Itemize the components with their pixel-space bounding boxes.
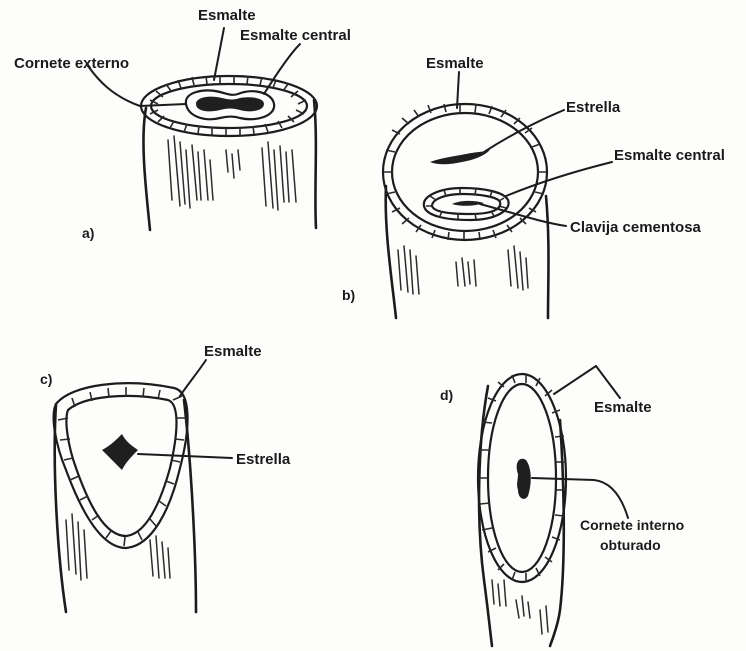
panel-b-star	[430, 150, 490, 164]
panel-a-letter: a)	[82, 225, 94, 241]
panel-b-shading	[398, 246, 528, 294]
panel-b-cement-peg	[452, 201, 484, 206]
panel-a-label-cornete-externo: Cornete externo	[14, 55, 129, 72]
panel-d-leader-esmalte-b	[596, 366, 620, 398]
panel-a: Esmalte Esmalte central Cornete externo …	[14, 7, 351, 241]
panel-c-label-estrella: Estrella	[236, 451, 291, 468]
panel-b-label-estrella: Estrella	[566, 99, 621, 116]
panel-b: Esmalte Estrella Esmalte central Clavija…	[342, 55, 725, 318]
panel-b-letter: b)	[342, 287, 355, 303]
panel-c-letter: c)	[40, 371, 52, 387]
panel-d-label-cornete-line2: obturado	[600, 537, 661, 553]
panel-a-leader-cornete	[88, 66, 186, 106]
panel-c: Esmalte Estrella c)	[40, 343, 291, 612]
panel-b-label-clavija: Clavija cementosa	[570, 219, 702, 236]
panel-d-inner-cornete	[517, 459, 531, 499]
panel-a-shading	[168, 136, 296, 210]
panel-c-leader-esmalte	[180, 360, 206, 396]
panel-c-star	[102, 434, 138, 470]
panel-b-label-esmalte: Esmalte	[426, 55, 484, 72]
panel-b-leader-estrella	[484, 110, 564, 152]
panel-c-tooth-body	[55, 400, 196, 612]
panel-d-shading	[492, 580, 548, 634]
panel-c-leader-estrella	[138, 454, 232, 458]
panel-d-label-cornete-line1: Cornete interno	[580, 517, 684, 533]
panel-c-label-esmalte: Esmalte	[204, 343, 262, 360]
panel-d-leader-cornete	[532, 478, 628, 518]
panel-a-infundibulum	[196, 97, 264, 112]
panel-a-label-esmalte-central: Esmalte central	[240, 27, 351, 44]
panel-a-label-esmalte: Esmalte	[198, 7, 256, 24]
panel-b-leader-central	[506, 162, 612, 196]
panel-b-label-esmalte-central: Esmalte central	[614, 147, 725, 164]
panel-d-label-esmalte: Esmalte	[594, 399, 652, 416]
panel-d: Esmalte Cornete interno obturado d)	[440, 366, 684, 646]
panel-d-letter: d)	[440, 387, 453, 403]
panel-b-leader-esmalte	[457, 72, 459, 108]
panel-a-leader-esmalte	[214, 28, 224, 80]
panel-d-leader-esmalte-a	[554, 366, 596, 394]
